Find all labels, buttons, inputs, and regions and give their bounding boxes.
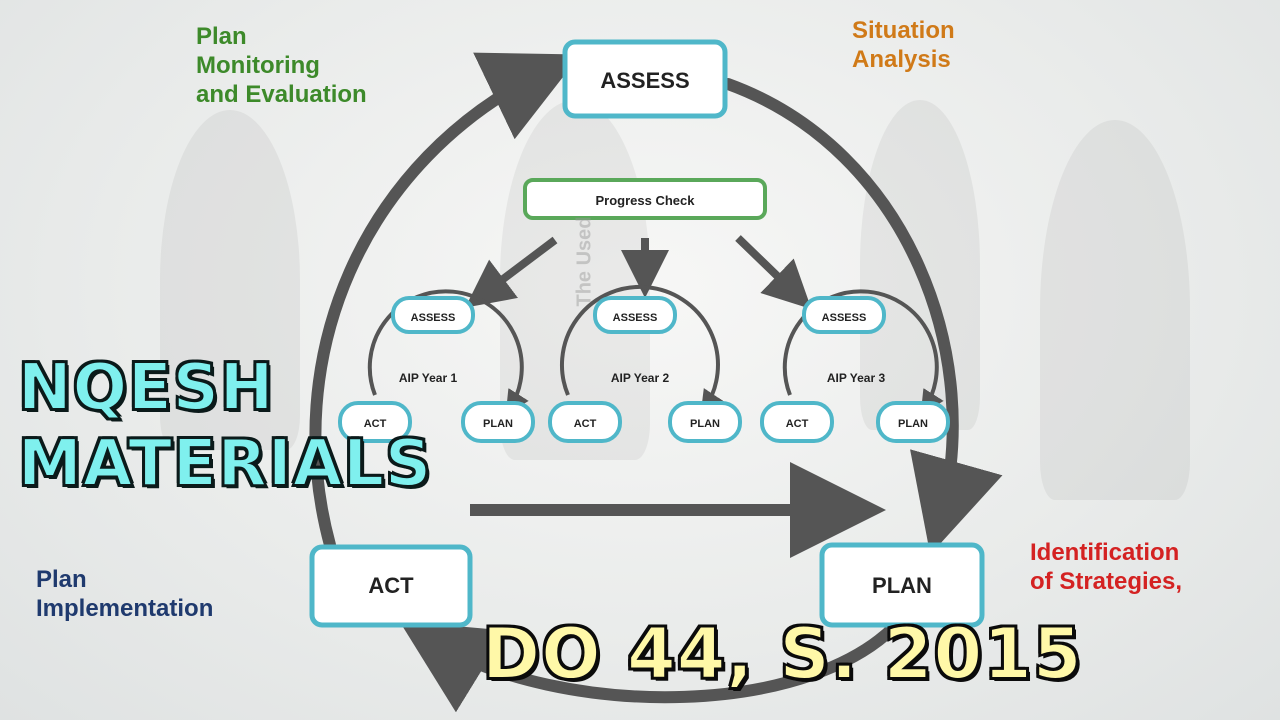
progress-arrow-right: [735, 235, 812, 310]
svg-text:ASSESS: ASSESS: [600, 68, 689, 93]
main-assess-box: ASSESS: [562, 39, 728, 119]
main-plan-box: PLAN: [819, 542, 985, 628]
title-nqesh-materials: NQESH MATERIALS: [17, 350, 433, 502]
background-person: [160, 110, 300, 450]
label-plan-monitoring: Plan Monitoring and Evaluation: [196, 23, 367, 108]
svg-text:PLAN: PLAN: [872, 573, 932, 598]
aip-cycle-1: ASSESS AIP Year 1 ACT PLAN: [338, 296, 535, 443]
svg-text:AIP Year 3: AIP Year 3: [827, 371, 886, 385]
label-plan-implementation: Plan Implementation: [36, 566, 214, 622]
svg-text:PLAN: PLAN: [483, 418, 513, 430]
svg-text:ACT: ACT: [786, 418, 809, 430]
cycle-arrow-assess-to-plan: [722, 78, 1003, 555]
label-identification-strategies: Identification of Strategies,: [1030, 539, 1183, 595]
svg-text:PLAN: PLAN: [690, 418, 720, 430]
label-situation-analysis: Situation Analysis: [852, 17, 955, 73]
aip-cycle-2: ASSESS AIP Year 2 ACT PLAN: [548, 296, 742, 443]
main-act-box: ACT: [309, 544, 473, 628]
svg-text:ACT: ACT: [368, 573, 414, 598]
background-person: [1040, 120, 1190, 500]
cycle-arrow-plan-to-act: [399, 609, 911, 713]
aip-cycle-ring-2: [559, 284, 724, 415]
aip-cycle-3: ASSESS AIP Year 3 ACT PLAN: [760, 296, 950, 443]
subtitle-do-44: DO 44, S. 2015: [481, 612, 1083, 696]
aip-cycle-ring-3: [782, 289, 944, 415]
watermark-text: The Used: [573, 216, 596, 307]
svg-text:Progress Check: Progress Check: [596, 193, 696, 208]
svg-text:ACT: ACT: [364, 418, 387, 430]
svg-text:AIP Year 2: AIP Year 2: [611, 371, 670, 385]
svg-text:ASSESS: ASSESS: [822, 312, 867, 324]
cycle-arrow-act-to-assess: [309, 52, 581, 551]
svg-text:AIP Year 1: AIP Year 1: [399, 371, 458, 385]
svg-text:ACT: ACT: [574, 418, 597, 430]
svg-text:ASSESS: ASSESS: [411, 312, 456, 324]
svg-text:ASSESS: ASSESS: [613, 312, 658, 324]
progress-check-box: Progress Check: [523, 178, 767, 220]
aip-cycle-ring-1: [367, 289, 529, 415]
progress-arrow-left: [465, 236, 558, 308]
svg-text:PLAN: PLAN: [898, 418, 928, 430]
